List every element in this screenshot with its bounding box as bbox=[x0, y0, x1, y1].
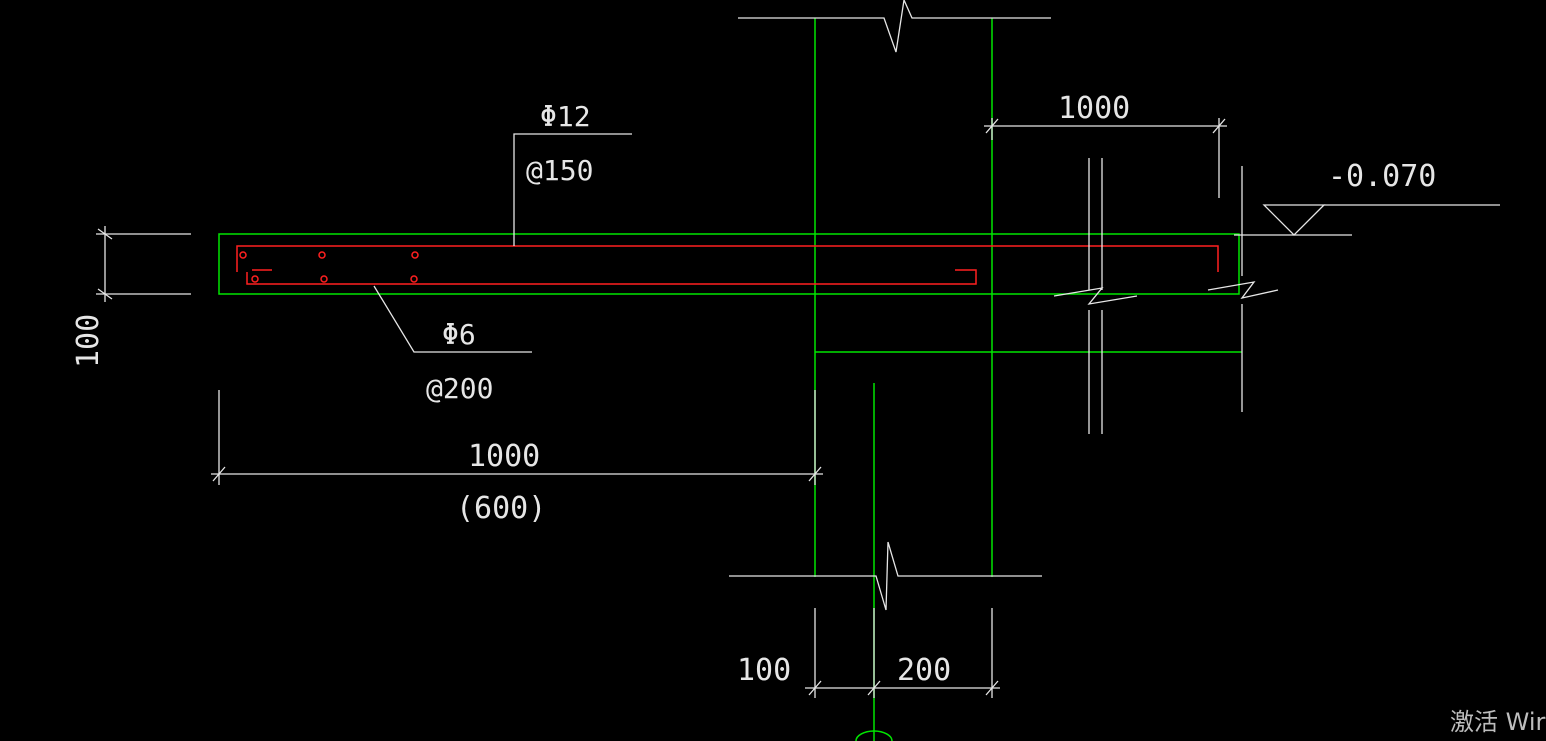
offset-tick bbox=[1212, 118, 1226, 134]
dist-bar-dot bbox=[318, 251, 326, 259]
right-offset-dim: 1000 bbox=[1058, 91, 1130, 126]
wall-tick bbox=[985, 680, 999, 696]
thickness-tick bbox=[97, 288, 113, 300]
reinforcement bbox=[236, 245, 1219, 285]
slab-length-alt-dim: (600) bbox=[456, 491, 546, 526]
break-zigzag bbox=[1207, 281, 1279, 300]
annotation-lines bbox=[96, 0, 1500, 698]
dist-bar-label: Φ6 bbox=[442, 318, 476, 351]
length-tick bbox=[212, 466, 226, 482]
top-break-line bbox=[738, 0, 1051, 53]
top-bar-spacing-label: @150 bbox=[526, 154, 593, 187]
elevation-triangle bbox=[1262, 204, 1326, 236]
elevation-label: -0.070 bbox=[1328, 159, 1436, 194]
axis-bubble-arc bbox=[855, 730, 893, 741]
wall-tick bbox=[867, 680, 881, 696]
thickness-tick bbox=[97, 228, 113, 240]
dist-bar-dot bbox=[411, 251, 419, 259]
cantilever-slab-outline bbox=[218, 233, 1240, 295]
dist-bar-spacing-label: @200 bbox=[426, 372, 493, 405]
length-tick bbox=[808, 466, 822, 482]
bottom-rebar bbox=[246, 269, 977, 285]
dist-bar-dot bbox=[251, 275, 259, 283]
slab-thickness-dim: 100 bbox=[71, 314, 106, 368]
wall-tick bbox=[808, 680, 822, 696]
top-bar-label: Φ12 bbox=[540, 100, 591, 133]
dist-bar-leader bbox=[373, 285, 532, 353]
dist-bar-dot bbox=[239, 251, 247, 259]
top-bar-leader bbox=[513, 133, 632, 246]
wall-right-part-dim: 200 bbox=[897, 653, 951, 688]
break-zigzag bbox=[1053, 287, 1138, 305]
dist-bar-dot bbox=[320, 275, 328, 283]
wall-left-part-dim: 100 bbox=[737, 653, 791, 688]
offset-tick bbox=[985, 118, 999, 134]
activation-watermark: 激活 Wir bbox=[1450, 708, 1545, 736]
dist-bar-dot bbox=[410, 275, 418, 283]
bottom-break-line bbox=[729, 541, 1042, 611]
top-rebar bbox=[236, 245, 1219, 272]
slab-length-dim: 1000 bbox=[468, 439, 540, 474]
